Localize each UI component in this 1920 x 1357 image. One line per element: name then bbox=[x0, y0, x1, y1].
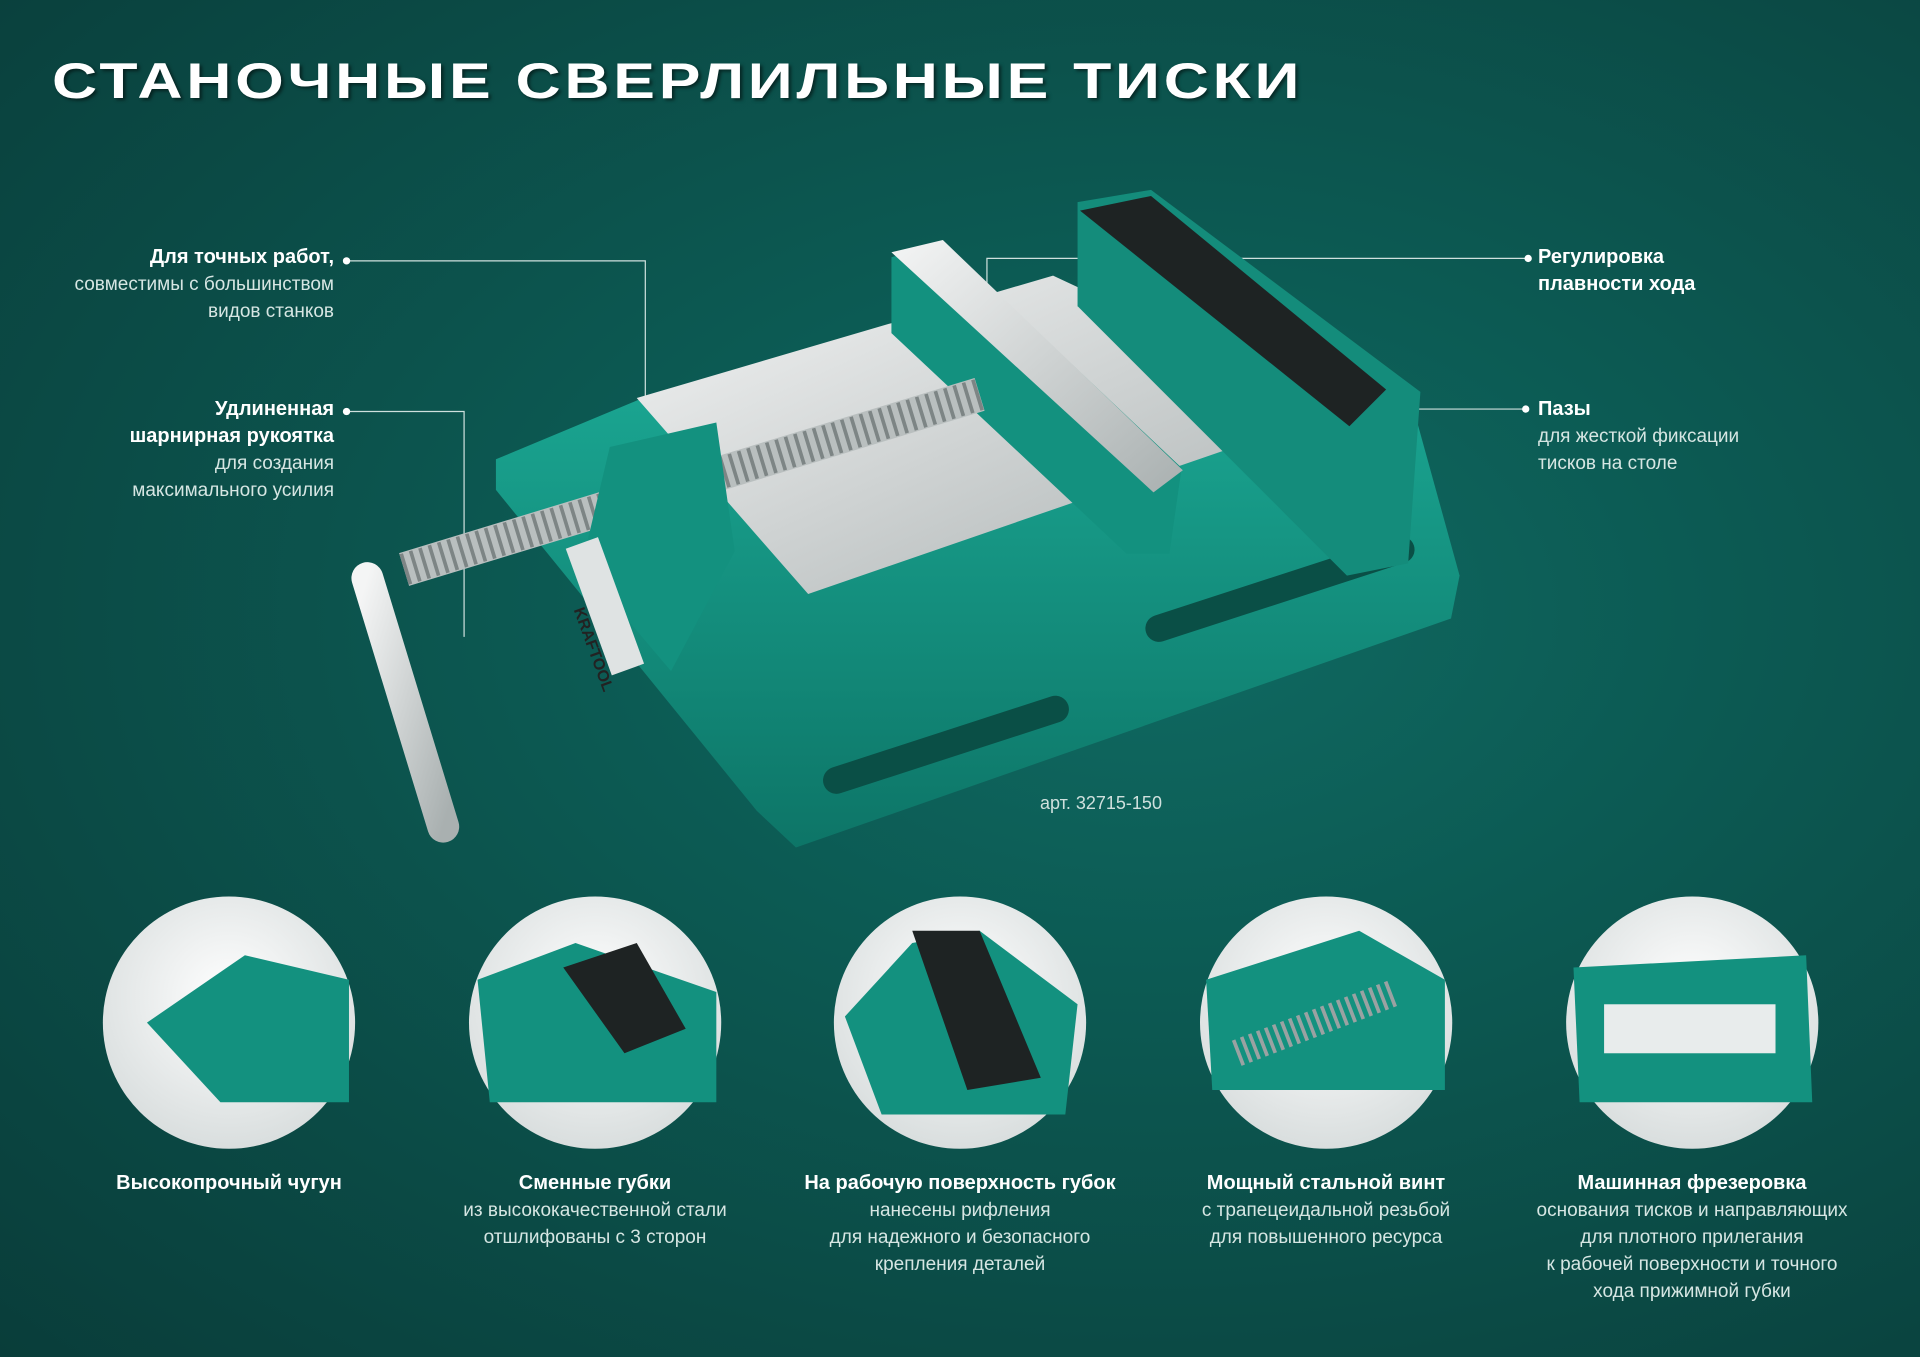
feature-heading: Высокопрочный чугун bbox=[116, 1172, 342, 1194]
feature-text: хода прижимной губки bbox=[1593, 1281, 1791, 1302]
callout-text: тисков на столе bbox=[1538, 453, 1678, 474]
feature-text: крепления деталей bbox=[874, 1254, 1046, 1275]
feature-circles bbox=[102, 896, 1819, 1149]
callout-text: максимального усилия bbox=[132, 480, 334, 501]
callout-slots: Пазы для жесткой фиксации тисков на стол… bbox=[1538, 396, 1739, 477]
feature-text: основания тисков и направляющих bbox=[1536, 1200, 1848, 1221]
feature-text: для повышенного ресурса bbox=[1209, 1227, 1443, 1248]
callout-heading: шарнирная рукоятка bbox=[129, 425, 334, 447]
feature-text: для надежного и безопасного bbox=[829, 1227, 1091, 1248]
feature-text: с трапецеидальной резьбой bbox=[1201, 1200, 1451, 1221]
feature-text: к рабочей поверхности и точного bbox=[1546, 1254, 1838, 1275]
feature-heading: Сменные губки bbox=[518, 1172, 672, 1194]
article-number: арт. 32715-150 bbox=[1040, 793, 1162, 813]
feature-caption: На рабочую поверхность губок нанесены ри… bbox=[780, 1170, 1140, 1278]
callout-text: совместимы с большинством bbox=[74, 274, 334, 295]
callout-heading: плавности хода bbox=[1538, 273, 1696, 295]
feature-heading: Мощный стальной винт bbox=[1206, 1172, 1446, 1194]
callout-text: для жесткой фиксации bbox=[1538, 426, 1740, 447]
callout-text: для создания bbox=[214, 453, 334, 474]
callout-heading: Регулировка bbox=[1538, 246, 1665, 268]
feature-heading: На рабочую поверхность губок bbox=[804, 1172, 1116, 1194]
feature-caption: Машинная фрезеровка основания тисков и н… bbox=[1512, 1170, 1872, 1305]
callout-heading: Пазы bbox=[1538, 398, 1591, 420]
feature-text: нанесены рифления bbox=[869, 1200, 1051, 1221]
vise: KRAFTOOL bbox=[351, 189, 1460, 848]
feature-caption: Мощный стальной винт с трапецеидальной р… bbox=[1146, 1170, 1506, 1251]
page-title: СТАНОЧНЫЕ СВЕРЛИЛЬНЫЕ ТИСКИ bbox=[52, 53, 1304, 109]
feature-text: отшлифованы с 3 сторон bbox=[483, 1227, 707, 1248]
callout-adjustment: Регулировка плавности хода bbox=[1538, 244, 1695, 298]
feature-text: из высококачественной стали bbox=[463, 1200, 727, 1221]
callout-text: видов станков bbox=[208, 301, 334, 322]
callout-handle: Удлиненная шарнирная рукоятка для создан… bbox=[130, 396, 334, 504]
feature-heading: Машинная фрезеровка bbox=[1577, 1172, 1807, 1194]
feature-caption: Сменные губки из высококачественной стал… bbox=[415, 1170, 775, 1251]
feature-text: для плотного прилегания bbox=[1580, 1227, 1804, 1248]
callout-precision: Для точных работ, совместимы с большинст… bbox=[75, 244, 334, 325]
feature-caption: Высокопрочный чугун bbox=[49, 1170, 409, 1197]
callout-heading: Для точных работ, bbox=[149, 246, 334, 268]
callout-heading: Удлиненная bbox=[214, 398, 334, 420]
